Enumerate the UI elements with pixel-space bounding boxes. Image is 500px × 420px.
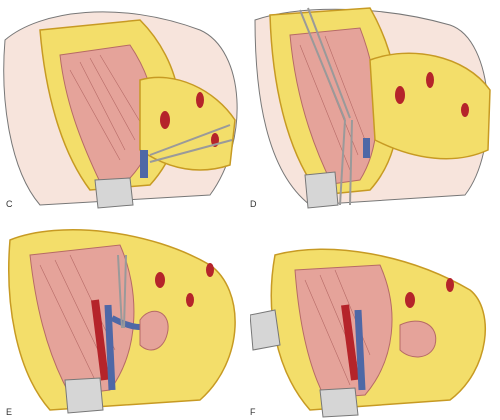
panel-d: D: [250, 0, 500, 210]
vein: [140, 150, 148, 178]
vessel-section: [395, 86, 405, 104]
panel-c-illustration: [3, 11, 238, 209]
vessel-section: [196, 92, 204, 108]
vessel-section: [155, 272, 165, 288]
vessel-section: [446, 278, 454, 292]
retractor: [304, 171, 339, 209]
retractor: [319, 387, 359, 418]
panel-c: C: [0, 0, 250, 210]
vein: [104, 304, 116, 391]
tissue-flap: [399, 320, 437, 358]
retractor: [64, 377, 104, 414]
panel-e: E: [0, 210, 250, 420]
panel-d-illustration: [254, 7, 491, 209]
panel-label-e: E: [6, 407, 13, 417]
tissue-flap: [139, 310, 169, 351]
clamp-instrument: [117, 254, 127, 329]
panel-f-illustration: [250, 248, 487, 418]
panel-f: F: [250, 210, 500, 420]
panel-e-illustration: [8, 229, 236, 414]
panel-label-f: F: [250, 407, 256, 417]
retractor: [250, 309, 281, 351]
vessel-section: [206, 263, 214, 277]
vessel-section: [426, 72, 434, 88]
vein: [354, 309, 366, 391]
scissors-instrument: [339, 119, 353, 206]
muscle-fibers: [69, 54, 143, 161]
vessel-section: [405, 292, 415, 308]
vessel-section: [160, 111, 170, 129]
clamp-instrument: [299, 7, 351, 121]
panel-label-d: D: [250, 199, 257, 209]
artery: [91, 299, 109, 381]
vessel-section: [186, 293, 194, 307]
forceps-instrument: [149, 124, 233, 163]
vessel-section: [461, 103, 469, 117]
retractor: [94, 177, 134, 209]
fat-flap: [369, 52, 491, 160]
panel-label-c: C: [6, 199, 13, 209]
vein: [363, 138, 370, 158]
artery: [341, 304, 359, 381]
fat-flap: [139, 76, 236, 171]
